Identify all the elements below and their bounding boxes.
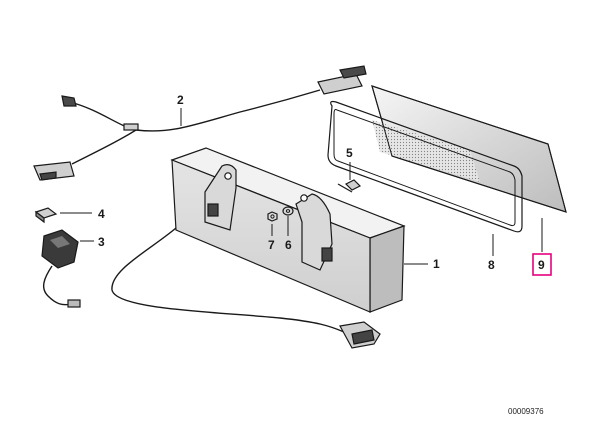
diagram-code: 00009376	[508, 407, 544, 416]
callout-1: 1	[433, 257, 440, 271]
housing-part-1	[170, 147, 406, 313]
callout-9-highlight: 9	[532, 253, 552, 276]
washer-part-6	[282, 206, 294, 216]
callout-8: 8	[488, 258, 495, 272]
screw-part-5	[337, 179, 362, 193]
callout-3: 3	[98, 235, 105, 249]
nut-part-7	[267, 211, 278, 222]
clip-part-4	[34, 207, 58, 224]
callout-5: 5	[346, 146, 353, 160]
wiring-harness-part-2	[33, 65, 367, 181]
callout-6: 6	[285, 238, 292, 252]
housing-cable	[111, 227, 381, 349]
callout-9: 9	[538, 258, 545, 272]
switch-part-3	[41, 229, 81, 308]
lens-part-9	[371, 85, 567, 213]
callout-7: 7	[268, 238, 275, 252]
callout-4: 4	[98, 207, 105, 221]
leader-lines	[60, 108, 543, 265]
gasket-part-8	[327, 100, 523, 233]
callout-2: 2	[177, 93, 184, 107]
